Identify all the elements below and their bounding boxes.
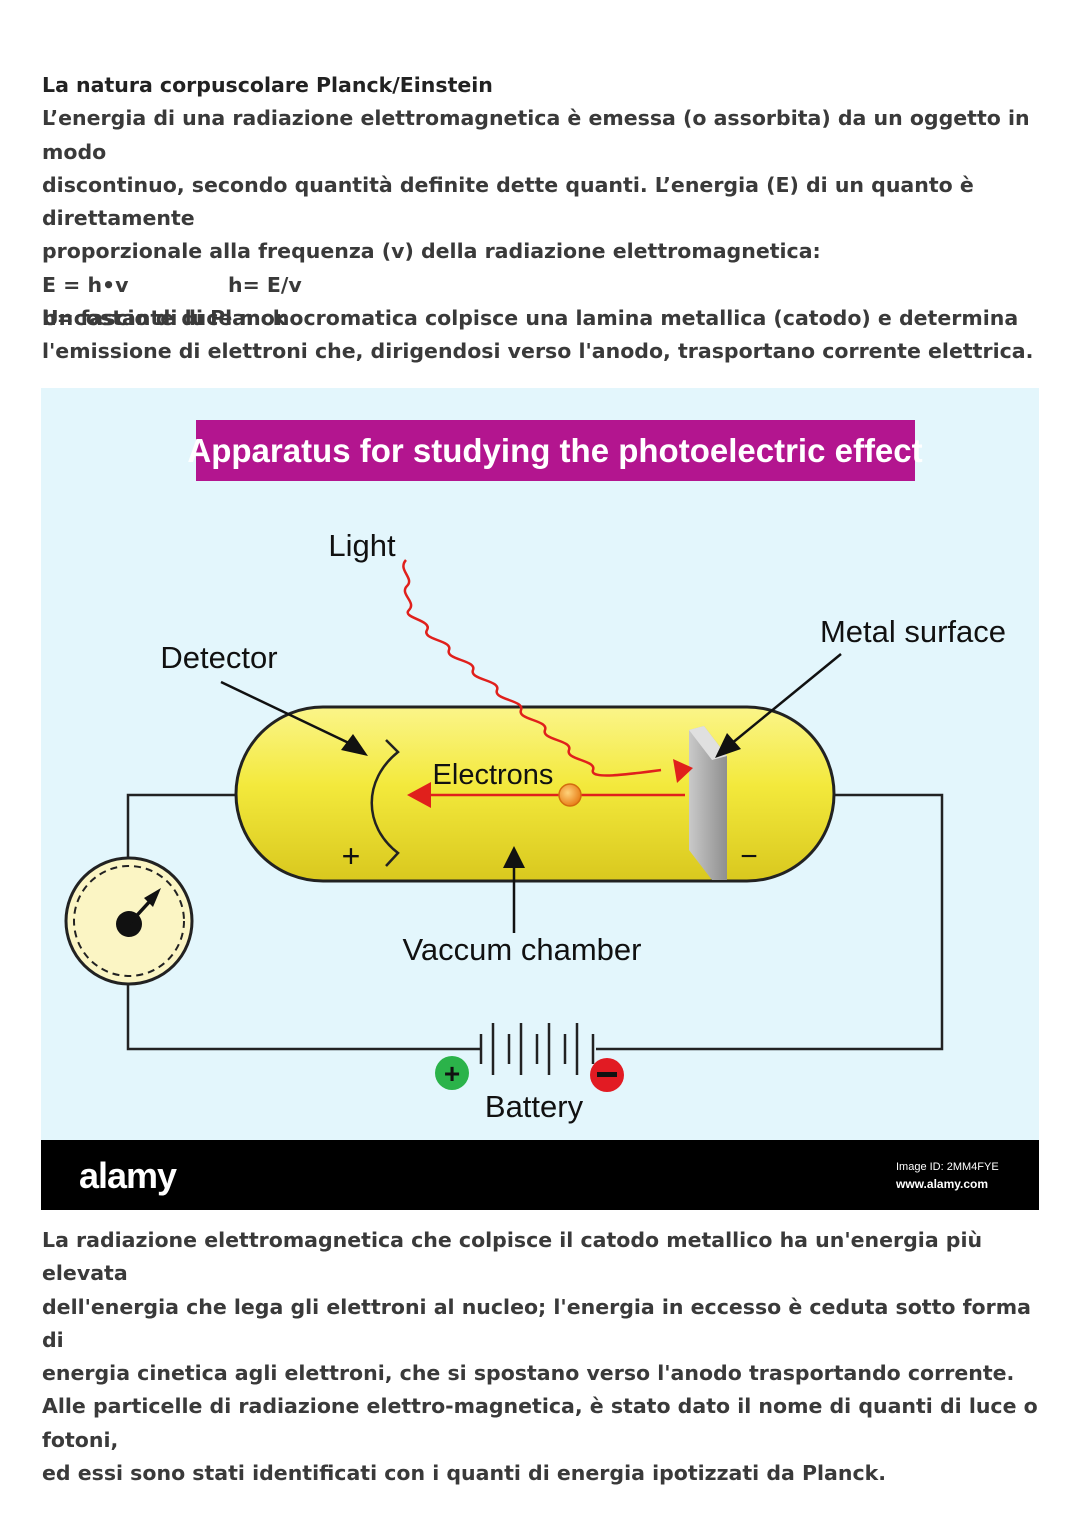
vacuum-chamber-label: Vaccum chamber <box>403 932 642 967</box>
explanation-section: La radiazione elettromagnetica che colpi… <box>42 1224 1042 1490</box>
formula-row: E = h•v h= E/v <box>42 269 1042 302</box>
paragraph-line: ed essi sono stati identificati con i qu… <box>42 1461 887 1486</box>
metal-surface-label: Metal surface <box>820 614 1006 649</box>
metal-plate <box>689 726 727 880</box>
intro-section: La natura corpuscolare Planck/Einstein L… <box>42 69 1042 335</box>
metal-pointer-arrow <box>715 733 741 758</box>
paragraph-line: La radiazione elettromagnetica che colpi… <box>42 1228 983 1286</box>
meter-needle-tip <box>144 888 161 907</box>
metal-plate-top <box>689 726 727 760</box>
paragraph-line: energia cinetica agli elettroni, che si … <box>42 1361 1015 1386</box>
metal-pointer-line <box>730 653 842 745</box>
paragraph-line: dell'energia che lega gli elettroni al n… <box>42 1294 1031 1352</box>
detector-pointer-arrow <box>341 734 368 756</box>
image-id: Image ID: 2MM4FYE <box>896 1161 999 1173</box>
anode-plus-label: + <box>342 838 361 874</box>
detector-label: Detector <box>160 640 277 675</box>
title-banner <box>196 420 915 481</box>
battery-plus-sign: + <box>444 1058 460 1089</box>
paragraph-line: proporzionale alla frequenza (v) della r… <box>42 239 821 264</box>
chamber-pointer-arrow <box>503 846 525 868</box>
energy-formula: E = h•v <box>42 272 129 297</box>
battery-plus-terminal <box>435 1056 469 1090</box>
alamy-website: www.alamy.com <box>895 1177 988 1191</box>
battery-minus-sign <box>597 1072 617 1077</box>
meter-scale <box>73 865 185 977</box>
paragraph-line: discontinuo, secondo quantità definite d… <box>42 172 974 231</box>
wire-right <box>596 793 944 1051</box>
detector-anode <box>370 739 400 867</box>
light-arrowhead <box>673 759 693 783</box>
wire-bottom-left <box>126 985 481 1051</box>
section-title: La natura corpuscolare Planck/Einstein <box>42 73 493 97</box>
battery-label: Battery <box>485 1089 584 1124</box>
electron-arrowhead <box>407 782 431 808</box>
planck-formula: h= E/v <box>228 272 302 297</box>
photoelectric-diagram: Apparatus for studying the photoelectric… <box>41 388 1039 1210</box>
paragraph-line: Alle particelle di radiazione elettro-ma… <box>42 1394 1038 1452</box>
paragraph-line: l'emissione di elettroni che, dirigendos… <box>42 339 1034 364</box>
photoelectric-figure: Apparatus for studying the photoelectric… <box>41 388 1039 1210</box>
planck-constant-note: h=costante di Planck <box>42 306 287 331</box>
light-wave <box>402 559 662 777</box>
alamy-logo: alamy <box>79 1155 177 1196</box>
detector-pointer-line <box>220 680 354 747</box>
paragraph-line: L’energia di una radiazione elettromagne… <box>42 106 1030 164</box>
paragraph-line: Un fascio di luce monocromatica colpisce… <box>42 306 1019 330</box>
cathode-minus-label: − <box>740 840 758 873</box>
figure-title: Apparatus for studying the photoelectric… <box>187 432 922 469</box>
photoelectric-description: Un fascio di luce monocromatica colpisce… <box>42 302 1042 369</box>
battery-cells <box>479 1023 595 1075</box>
meter-needle <box>127 898 153 926</box>
electrons-label: Electrons <box>433 759 554 791</box>
electron <box>558 783 582 807</box>
light-label: Light <box>328 528 396 563</box>
stock-footer <box>41 1140 1039 1210</box>
